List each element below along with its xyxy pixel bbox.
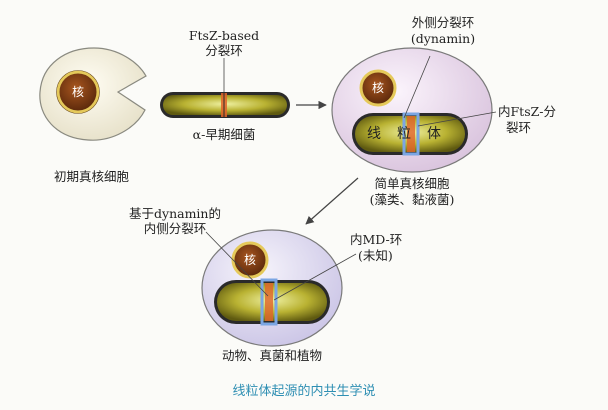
simple-eukaryote-label-2: (藻类、黏液菌) [369,192,455,207]
nucleus-early [56,70,100,114]
inner-md-label-1: 内MD-环 [350,232,403,247]
outer-ring-label-2: (dynamin) [410,31,476,46]
inner-md-ring [265,283,273,321]
outer-dynamin-ring [402,112,420,156]
arrow-to-higher [305,177,359,225]
inner-md-leader [273,253,357,301]
nucleus-label-higher: 核 [244,253,257,267]
inner-ftsz-ring [407,116,415,152]
mitochondrion-char-1: 线 [367,126,381,142]
dynamin-ring-leader [205,231,269,297]
inner-md-label-2: (未知) [358,248,393,263]
mitochondrion-char-2: 粒 [397,126,411,142]
inner-dynamin-ring [260,278,278,326]
inner-ftsz-leader [417,111,497,127]
dynamin-ring-label-2: 内侧分裂环 [143,221,207,236]
nucleus-simple [359,69,397,107]
ftsz-based-label-1: FtsZ-based [188,28,260,43]
early-eukaryote-label: 初期真核细胞 [54,169,130,184]
inner-ftsz-label-2: 裂环 [506,120,532,135]
higher-eukaryote-label: 动物、真菌和植物 [221,348,322,363]
mitochondrion-higher [214,278,330,326]
mitochondrion-simple [352,112,468,156]
outer-ring-label-1: 外侧分裂环 [411,15,475,30]
inner-ftsz-label-1: 内FtsZ-分 [498,104,557,119]
nucleus-label-simple: 核 [372,81,385,95]
outer-ring-leader [403,55,431,119]
ftsz-based-label-2: 分裂环 [205,43,243,58]
figure-caption: 线粒体起源的内共生学说 [232,384,376,399]
alpha-bacterium-label: α-早期细菌 [192,127,256,142]
mitochondrion-char-3: 体 [427,126,441,142]
dynamin-ring-label-1: 基于dynamin的 [129,206,221,221]
alpha-bacterium [160,92,290,118]
simple-eukaryote-label-1: 简单真核细胞 [374,176,450,191]
nucleus-label-early: 核 [72,85,85,99]
